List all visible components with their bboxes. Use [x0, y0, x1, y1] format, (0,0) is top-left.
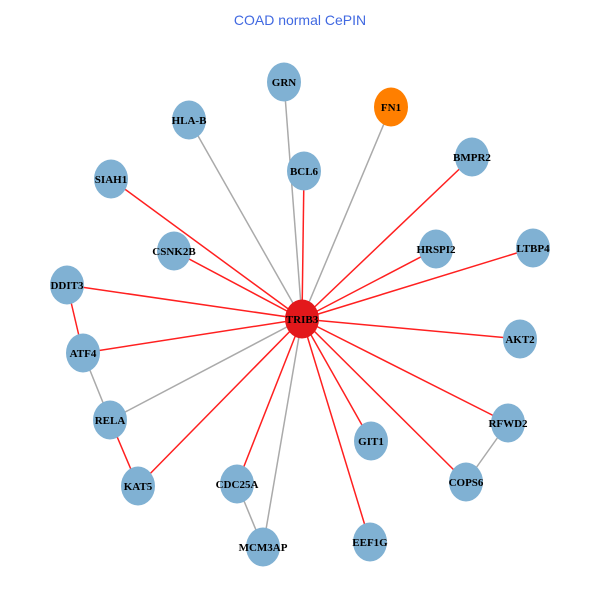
- edge-trib3-kat5: [137, 318, 303, 487]
- node-label: CSNK2B: [152, 246, 196, 258]
- node-label: SIAH1: [95, 174, 127, 186]
- node-circle: [50, 265, 84, 305]
- edge-trib3-cdc25a: [236, 318, 303, 485]
- edge-trib3-rfwd2: [301, 318, 509, 424]
- node-circle: [354, 421, 388, 461]
- node-eef1g[interactable]: EEF1G: [352, 522, 388, 562]
- node-label: TRIB3: [286, 314, 319, 326]
- node-siah1[interactable]: SIAH1: [94, 159, 128, 199]
- edge-trib3-grn: [283, 81, 303, 320]
- edge-trib3-cops6: [301, 318, 467, 483]
- edge-trib3-ltbp4: [301, 247, 534, 320]
- node-circle: [503, 319, 537, 359]
- node-label: LTBP4: [516, 243, 550, 255]
- edge-trib3-csnk2b: [173, 250, 303, 320]
- node-mcm3ap[interactable]: MCM3AP: [239, 527, 288, 567]
- node-circle: [93, 400, 127, 440]
- edge-trib3-mcm3ap: [262, 318, 303, 548]
- node-circle: [267, 62, 301, 102]
- node-bcl6[interactable]: BCL6: [287, 151, 321, 191]
- node-circle: [449, 462, 483, 502]
- edge-trib3-fn1: [301, 106, 392, 320]
- edge-trib3-git1: [301, 318, 372, 442]
- node-circle: [220, 464, 254, 504]
- node-circle: [94, 159, 128, 199]
- node-label: KAT5: [124, 481, 153, 493]
- node-label: DDIT3: [50, 280, 84, 292]
- node-circle: [157, 231, 191, 271]
- node-label: EEF1G: [352, 537, 388, 549]
- node-atf4[interactable]: ATF4: [66, 333, 100, 373]
- node-circle: [66, 333, 100, 373]
- edge-trib3-siah1: [110, 178, 303, 320]
- node-cops6[interactable]: COPS6: [449, 462, 484, 502]
- node-csnk2b[interactable]: CSNK2B: [152, 231, 196, 271]
- edge-trib3-akt2: [301, 318, 521, 340]
- node-label: BMPR2: [453, 152, 491, 164]
- node-rela[interactable]: RELA: [93, 400, 127, 440]
- node-label: RELA: [95, 415, 126, 427]
- edge-trib3-bmpr2: [301, 156, 473, 320]
- node-trib3[interactable]: TRIB3: [285, 299, 319, 339]
- node-circle: [121, 466, 155, 506]
- node-hla-b[interactable]: HLA-B: [172, 100, 208, 140]
- node-label: FN1: [381, 102, 401, 114]
- node-label: CDC25A: [216, 479, 259, 491]
- node-label: HRSPI2: [416, 244, 456, 256]
- node-circle: [516, 228, 550, 268]
- node-label: BCL6: [290, 166, 319, 178]
- node-circle: [353, 522, 387, 562]
- node-circle: [419, 229, 453, 269]
- node-fn1[interactable]: FN1: [374, 87, 408, 127]
- node-circle: [246, 527, 280, 567]
- figure-title: COAD normal CePIN: [233, 12, 367, 28]
- edge-trib3-hrspi2: [301, 248, 437, 320]
- node-circle: [374, 87, 408, 127]
- node-label: GRN: [272, 77, 297, 89]
- node-git1[interactable]: GIT1: [354, 421, 388, 461]
- edge-trib3-bcl6: [301, 170, 305, 320]
- node-circle: [172, 100, 206, 140]
- node-rfwd2[interactable]: RFWD2: [488, 403, 528, 443]
- node-hrspi2[interactable]: HRSPI2: [416, 229, 456, 269]
- node-akt2[interactable]: AKT2: [503, 319, 537, 359]
- edge-trib3-atf4: [82, 318, 303, 354]
- node-label: HLA-B: [172, 115, 208, 127]
- node-circle: [287, 151, 321, 191]
- node-label: GIT1: [358, 436, 384, 448]
- edge-trib3-hla-b: [188, 119, 303, 320]
- edge-trib3-eef1g: [301, 318, 371, 543]
- node-circle: [491, 403, 525, 443]
- node-ddit3[interactable]: DDIT3: [50, 265, 84, 305]
- edge-trib3-rela: [109, 318, 303, 421]
- node-label: RFWD2: [488, 418, 528, 430]
- node-label: MCM3AP: [239, 542, 288, 554]
- edge-trib3-ddit3: [66, 284, 303, 320]
- node-circle: [285, 299, 319, 339]
- node-circle: [455, 137, 489, 177]
- node-label: AKT2: [505, 334, 535, 346]
- node-ltbp4[interactable]: LTBP4: [516, 228, 550, 268]
- node-bmpr2[interactable]: BMPR2: [453, 137, 491, 177]
- node-grn[interactable]: GRN: [267, 62, 301, 102]
- node-cdc25a[interactable]: CDC25A: [216, 464, 259, 504]
- node-kat5[interactable]: KAT5: [121, 466, 155, 506]
- node-label: ATF4: [70, 348, 97, 360]
- node-label: COPS6: [449, 477, 484, 489]
